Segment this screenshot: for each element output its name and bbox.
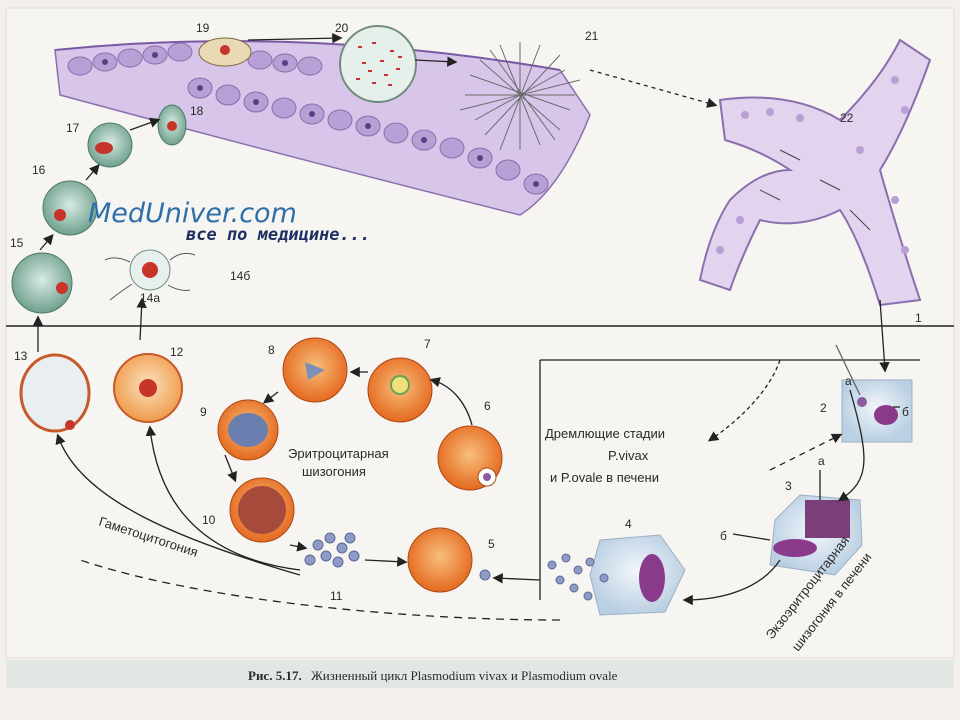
stage-10-rbc (229, 477, 295, 543)
stage-number-7: 7 (424, 337, 431, 351)
stage-number-14a: 14а (140, 291, 160, 305)
stage-number-14b: 14б (230, 269, 250, 283)
caption-text: Жизненный цикл Plasmodium vivax и Plasmo… (311, 668, 618, 683)
stage-8-rbc (282, 337, 348, 403)
stage-number-22: 22 (840, 111, 854, 125)
stage-6-rbc (437, 425, 503, 491)
stage-number-4: 4 (625, 517, 632, 531)
watermark-tagline: все по медицине... (186, 225, 370, 245)
stage-number-9: 9 (200, 405, 207, 419)
stage-4-hepatocyte-rupture (547, 534, 686, 616)
letter-b-stage-2: б (902, 405, 909, 419)
stage-number-18: 18 (190, 104, 204, 118)
stage-number-1: 1 (915, 311, 922, 325)
stage-number-6: 6 (484, 399, 491, 413)
salivary-gland (698, 38, 932, 307)
stage-number-11: 11 (330, 589, 343, 603)
stage-number-16: 16 (32, 163, 46, 177)
stage-number-3: 3 (785, 479, 792, 493)
label-erythrocytic-line-1: Эритроцитарная (288, 446, 389, 461)
stage-15-cell (11, 252, 73, 314)
stage-17-cell (87, 122, 133, 168)
label-dormant-line-1: Дремлющие стадии (545, 426, 665, 441)
stage-number-20: 20 (335, 21, 349, 35)
stage-18-cell (157, 104, 187, 146)
stage-14a-microgamete-exflagellation (104, 249, 196, 301)
stage-number-10: 10 (202, 513, 216, 527)
label-dormant-line-3: и P.ovale в печени (550, 470, 659, 485)
oocyst-mature (339, 25, 417, 103)
stage-number-19: 19 (196, 21, 210, 35)
letter-b-stage-3: б (720, 529, 727, 543)
label-dormant-line-2: P.vivax (608, 448, 649, 463)
label-erythrocytic-line-2: шизогония (302, 464, 366, 479)
stage-number-13: 13 (14, 349, 28, 363)
stage-number-21: 21 (585, 29, 599, 43)
stage-16-cell (42, 180, 98, 236)
caption-prefix: Рис. 5.17. (248, 668, 302, 683)
stage-number-5: 5 (488, 537, 495, 551)
caption: Рис. 5.17. Жизненный цикл Plasmodium viv… (248, 667, 618, 684)
stage-13-gametocyte-rbc (19, 353, 91, 433)
sporozoites-released (459, 42, 581, 151)
stage-7-rbc (367, 357, 433, 423)
stage-9-rbc (217, 399, 279, 461)
cycle-arrows (32, 32, 920, 621)
stage-number-2: 2 (820, 401, 827, 415)
stage-11-merozoites (304, 532, 360, 568)
stage-number-12: 12 (170, 345, 184, 359)
oocyst-early (198, 37, 252, 67)
stage-12-gametocyte-rbc (113, 353, 183, 423)
stage-number-8: 8 (268, 343, 275, 357)
caption-band (6, 660, 954, 688)
stage-3-hepatocyte (769, 494, 863, 576)
letter-a-stage-3: а (818, 454, 825, 468)
mosquito-midgut-epithelium (54, 40, 591, 216)
stage-2-hepatocyte (841, 379, 913, 443)
stage-number-15: 15 (10, 236, 24, 250)
stage-5-rbc (407, 527, 491, 593)
stage-numbers: 1 2 3 4 5 6 7 8 9 10 11 12 13 14а 14б 15… (10, 21, 922, 603)
letter-a-stage-2: а (845, 374, 852, 388)
watermark-brand: MedUniver.com (88, 198, 297, 229)
stage-number-17: 17 (66, 121, 80, 135)
